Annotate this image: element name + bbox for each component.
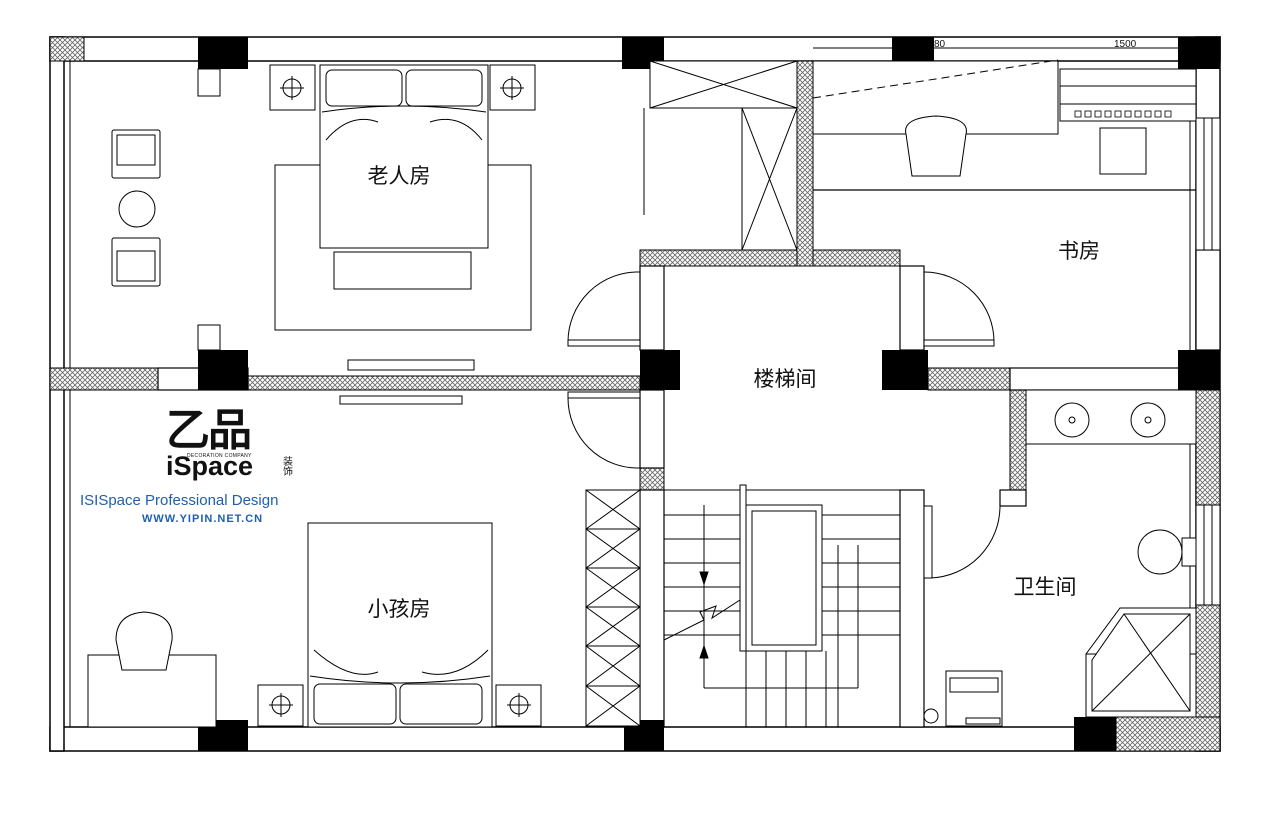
hatched-wall-segments <box>49 36 1221 752</box>
closets <box>585 60 798 727</box>
staircase <box>663 484 900 727</box>
label-bathroom: 卫生间 <box>1014 575 1077 599</box>
study-furniture <box>812 47 1197 177</box>
logo-tagline: ISISpace Professional Design <box>80 492 279 509</box>
logo-url: WWW.YIPIN.NET.CN <box>142 513 264 525</box>
small-posts <box>197 68 221 351</box>
logo-subtitle: DECORATION COMPANY <box>187 453 252 459</box>
logo-seal: 装饰 <box>283 457 293 478</box>
dimension-80: 80 <box>934 39 946 50</box>
dimension-labels: 80 1500 <box>934 39 1137 50</box>
logo-mark: 乙品 <box>166 405 252 456</box>
label-elderly-room: 老人房 <box>368 164 431 188</box>
logo-brand: iSpace <box>166 451 254 481</box>
company-logo: 乙品 iSpace DECORATION COMPANY 装饰 ISISpace… <box>80 408 350 530</box>
bathroom-fixtures <box>923 389 1197 727</box>
doors <box>567 271 1001 579</box>
elderly-room-furniture <box>111 64 536 331</box>
child-room-furniture <box>87 359 542 728</box>
room-labels: 老人房 书房 楼梯间 小孩房 卫生间 <box>368 164 1101 621</box>
windows <box>1195 117 1221 606</box>
label-child-room: 小孩房 <box>368 597 431 621</box>
label-study: 书房 <box>1058 239 1100 263</box>
label-stair-hall: 楼梯间 <box>754 367 817 391</box>
dimension-1500: 1500 <box>1114 39 1137 50</box>
interior-walls <box>157 189 1221 728</box>
